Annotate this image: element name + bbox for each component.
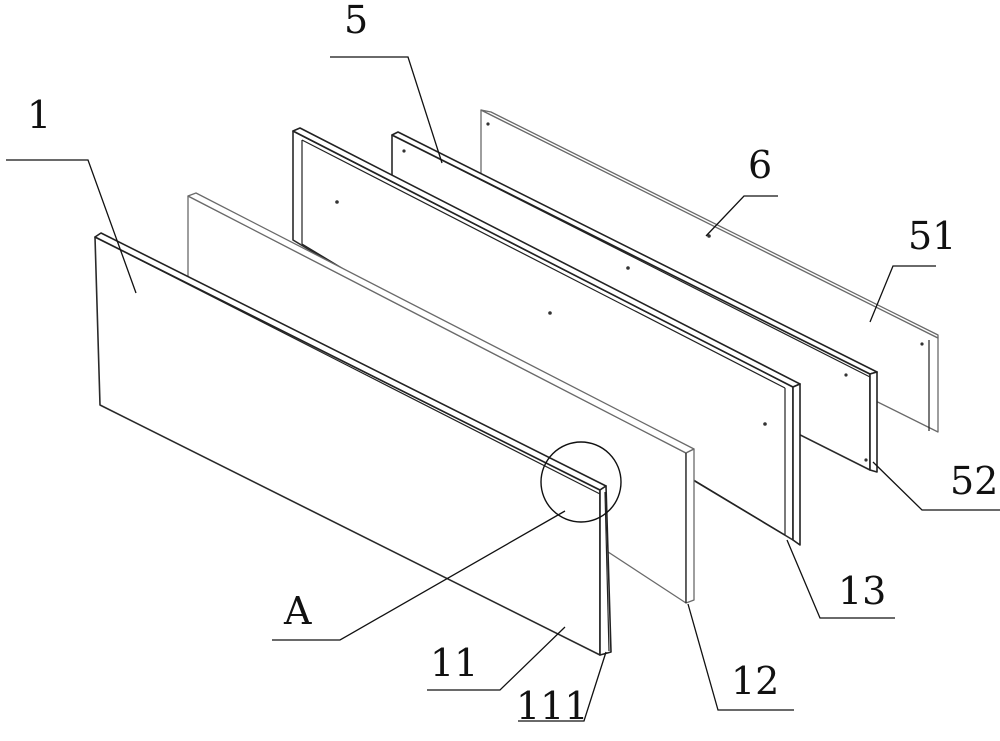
label-a: A — [283, 589, 312, 633]
label-1: 1 — [27, 93, 51, 137]
label-6: 6 — [748, 143, 772, 187]
label-5: 5 — [344, 0, 368, 42]
label-51: 51 — [908, 214, 956, 258]
label-12: 12 — [731, 659, 779, 703]
label-11: 11 — [430, 641, 478, 685]
label-52: 52 — [950, 459, 998, 503]
label-13: 13 — [838, 569, 886, 613]
label-111: 111 — [516, 684, 589, 728]
